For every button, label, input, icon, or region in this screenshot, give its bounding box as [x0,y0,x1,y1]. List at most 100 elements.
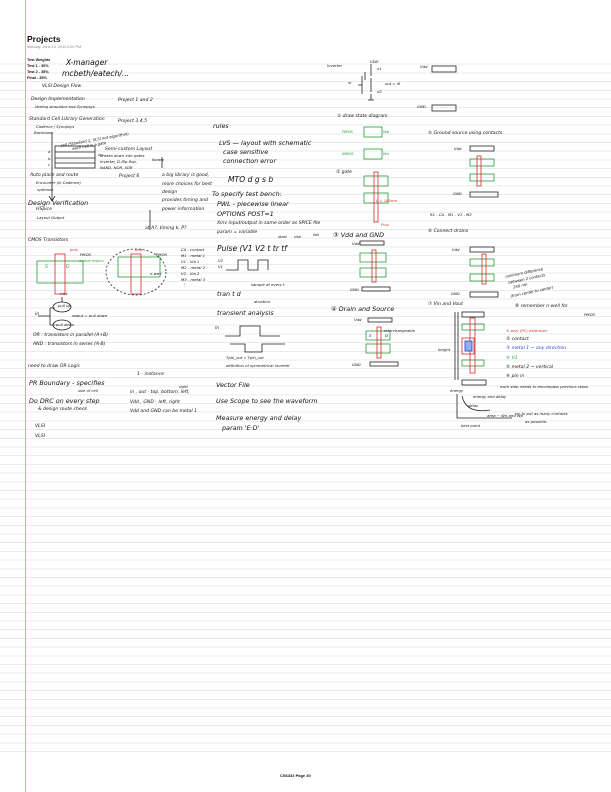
label: Vdd [454,146,462,151]
label: pull down [56,322,75,327]
layer-item: ⋮ [183,282,187,287]
step: ⑥ Connect drains [428,229,469,234]
label: PMOS [584,312,595,317]
label: Poly [381,222,389,227]
heading: VLSI Design Flow [42,84,82,89]
label: poly [70,247,79,252]
label: in [215,326,220,331]
note: Vdd and GND can be metal 1 [130,409,198,414]
label: PMOS [156,252,167,257]
step: ⑤ Ground source using contacts [428,131,503,136]
note: NAND, NOR, XOR [100,165,133,170]
note: size of cell [78,388,98,393]
note: power information [162,207,205,212]
note: design [162,190,178,195]
label: out = in̅ [385,81,401,86]
note: OPTIONS POST=1 [217,210,274,218]
label: V1 [218,264,224,269]
note: case sensitive [223,148,269,156]
label: start [278,234,287,239]
note: in , out - top, bottom, left, [130,390,190,395]
step: ④ Drain and Source [331,305,395,313]
note: X-manager [66,58,108,67]
layer-item: CA - contact [181,247,205,252]
legend-item: ① poly (PC) extension [506,328,548,333]
note: need to draw OR Logic [28,364,81,369]
label: Vdd [420,64,428,69]
label: L = 180nm [376,198,398,203]
label: rise [294,234,301,239]
label: D [385,333,388,338]
note: & design route check [38,407,87,412]
note: transient analysis [217,309,274,317]
ruled-lines [0,56,611,756]
label: x2 [377,89,382,94]
page-date: Monday, June 14, 2010 [27,45,67,49]
note: MTO d g s b [228,175,274,184]
step: ⑧ remember n-well for [515,304,568,309]
label: GND [451,291,460,296]
label: S [369,333,372,338]
margin-line [25,0,26,792]
label: energy and delay [473,394,507,399]
note: Vdd , GND - left, right [130,400,180,405]
label: Wn [383,151,390,156]
layer-item: V1 - Via 1 [181,259,200,264]
note: tran t d [217,290,241,298]
note: To specify test bench: [212,190,282,198]
note: VLSI [35,424,45,429]
label: S [45,265,48,270]
note: as possible. [525,419,548,424]
note: Tphl_out ∝ Tplh_out [226,355,264,360]
heading: CMOS Transistors [28,238,69,243]
note: more choices for best [162,182,212,187]
step: ① draw state diagram [337,114,388,119]
note: Auto place and route [30,173,79,178]
label: pull up [58,303,71,308]
legend-item: ⑤ metal 2 ~ vertical [506,365,554,370]
label: PMOS [342,129,353,134]
label: best point [461,423,481,428]
note: right [179,384,188,389]
label: GND [352,362,361,367]
note: 1 - instance [137,372,164,377]
legend-item: ② contact [506,337,529,342]
legend-item: ③ metal 1 ~ any direction [506,346,567,351]
note: inverter, D-flip-flop, [100,159,138,164]
label: GND [350,287,359,292]
label: n-well [150,271,162,276]
note: Vector File [216,381,250,389]
note: library [152,157,165,162]
note: breaks down into gates [100,153,145,158]
note: param = variable [217,230,258,235]
label: Inverter [327,63,343,68]
note: duration [254,299,270,304]
legend-item: ⑥ pin in [506,374,525,379]
step: ⑦ Vin and Vout [428,302,463,307]
legend-item: ④ V1 [506,356,518,361]
note: Backbone [34,130,53,135]
note: PWL - piecewise linear [217,200,289,208]
note: VLSI [35,434,45,439]
note: mcbeth/eatech/... [62,69,130,78]
note: optimize [37,187,54,192]
step: ③ Vdd and GND [333,231,384,239]
page-footer: CS6333 Page 30 [280,773,311,778]
weight-test1: Test 1 - 30% [27,64,49,68]
note: Semi-custom Layout [105,147,153,152]
label: GND [453,191,462,196]
label: interchangeable [384,328,415,333]
label: Wp [383,129,390,134]
page-title: Projects [27,34,61,44]
label: Vdd [452,247,460,252]
note: param 'E·D' [222,424,260,432]
page-time: 3:20 PM [67,45,82,49]
note: HSpice [36,207,52,212]
note: Cadence / Synopsys [36,124,75,129]
label: Vdd [60,291,68,296]
note: LVS — layout with schematic [219,139,312,147]
note: each step needs to encompass previous st… [500,384,588,389]
note: Project 6 [119,174,140,179]
label: Vdd [352,241,360,246]
note: PR Boundary - specifies [29,379,105,387]
